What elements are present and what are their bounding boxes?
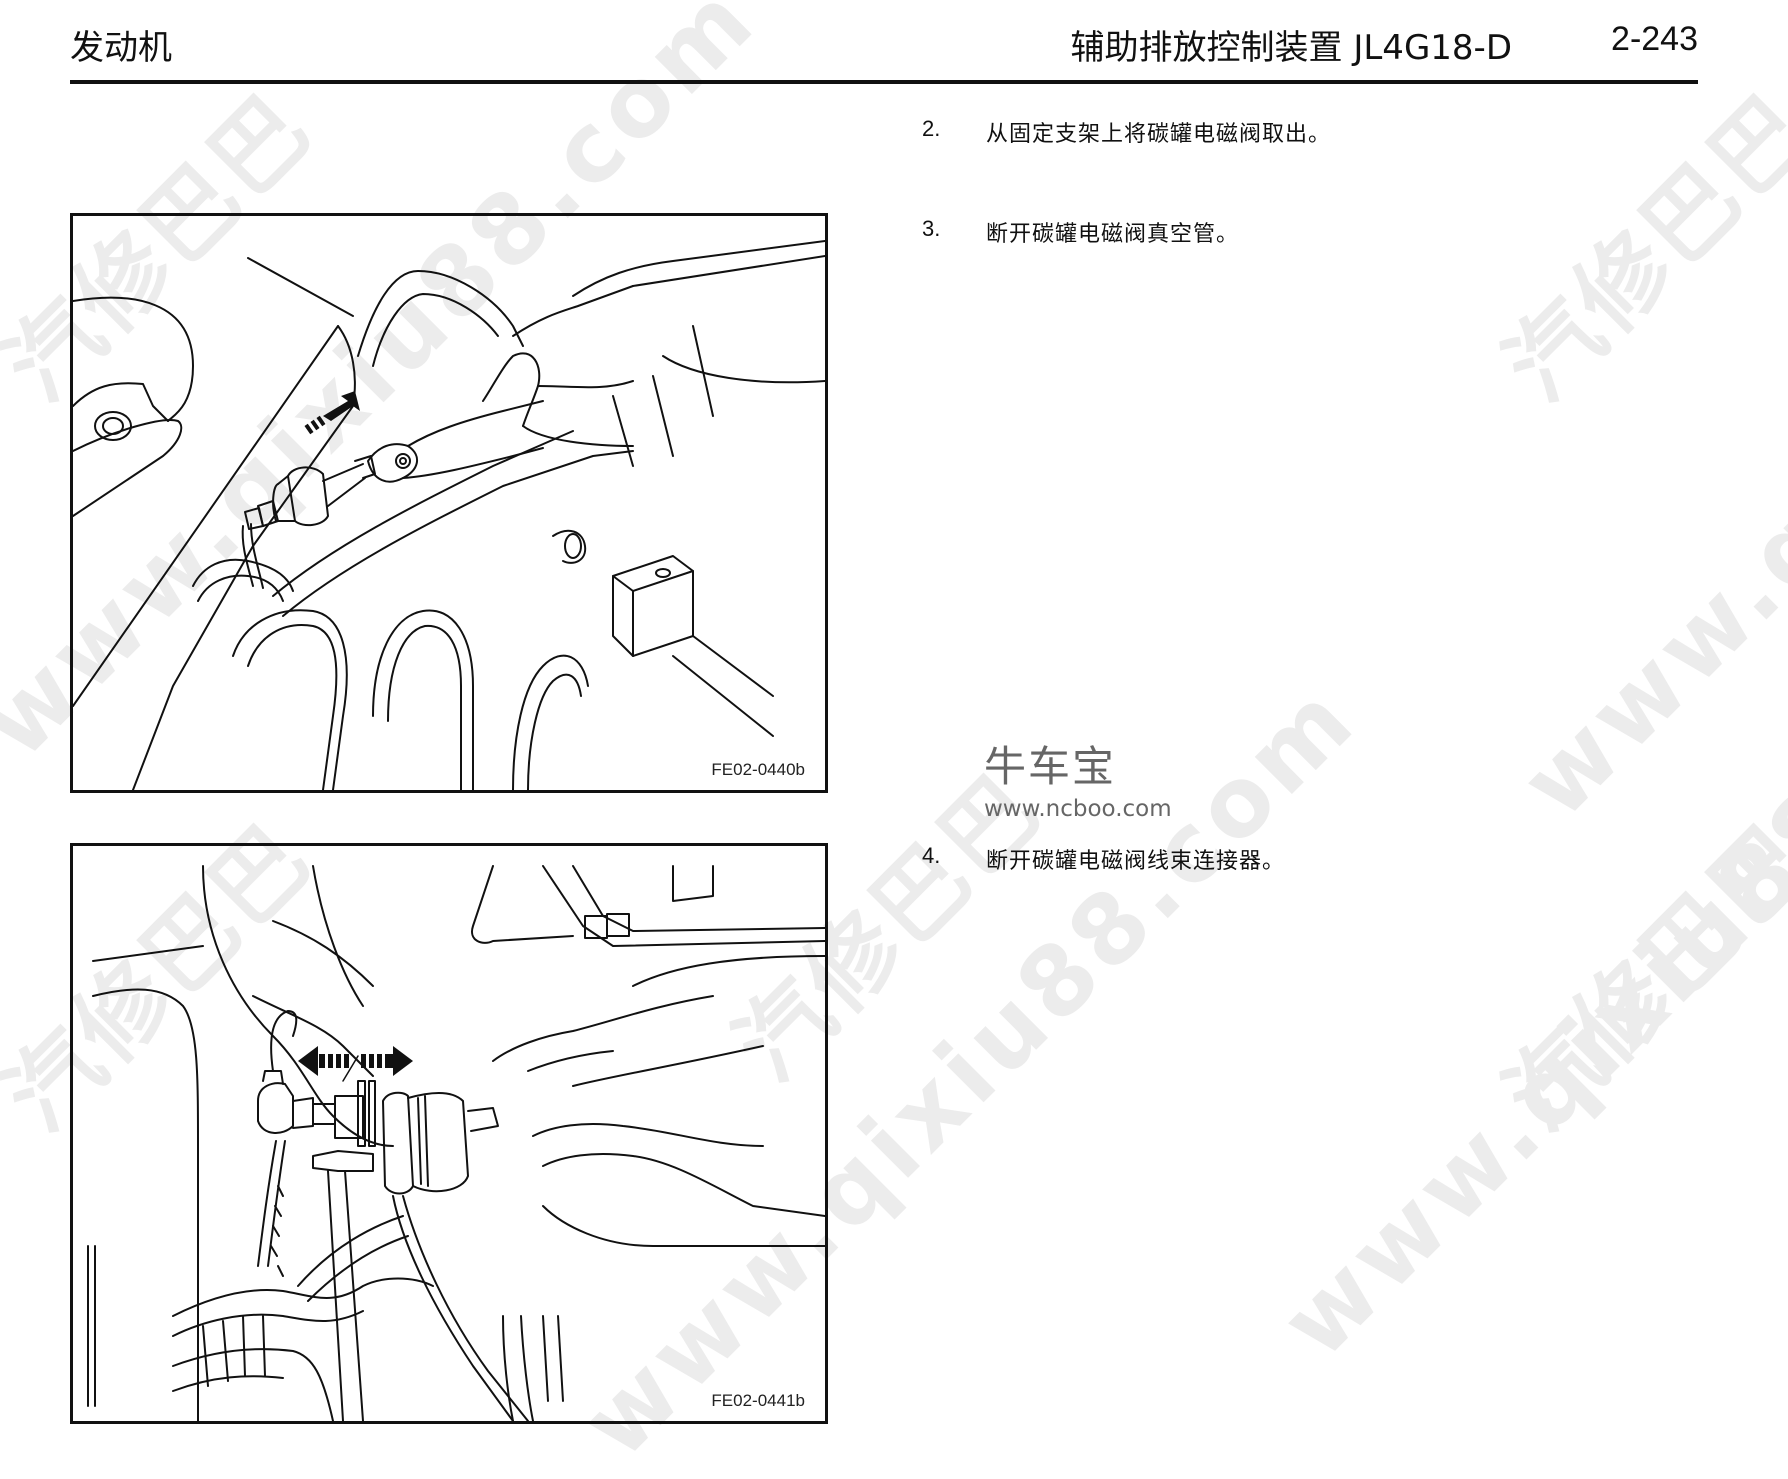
step-text: 从固定支架上将碳罐电磁阀取出。: [986, 122, 1332, 147]
step-text: 断开碳罐电磁阀真空管。: [986, 222, 1240, 247]
watermark-cn: 汽修巴巴: [1484, 803, 1788, 1151]
watermark-url: www.qixiu88.com: [1500, 21, 1788, 840]
illustration-pliers-hose-clamp: [73, 240, 825, 790]
figure-id: FE02-0440b: [709, 760, 807, 780]
step-4: 4. 断开碳罐电磁阀线束连接器。: [922, 843, 1285, 875]
step-number: 3.: [922, 216, 941, 241]
step-2: 2. 从固定支架上将碳罐电磁阀取出。: [922, 116, 1331, 148]
ncboo-logo: 牛车宝 www.ncboo.com: [984, 742, 1172, 824]
chapter-title: 辅助排放控制装置 JL4G18-D: [1070, 28, 1512, 68]
figure-purge-valve-connector: FE02-0441b: [70, 843, 828, 1424]
illustration-harness-connector: [87, 865, 825, 1421]
page-header: 发动机 辅助排放控制装置 JL4G18-D 2-243: [70, 0, 1698, 86]
watermark-cn: 汽修巴巴: [1484, 73, 1788, 421]
double-arrow-icon: [298, 1046, 413, 1076]
step-text: 断开碳罐电磁阀线束连接器。: [986, 849, 1286, 874]
figure-id: FE02-0441b: [709, 1391, 807, 1411]
step-number: 4.: [922, 843, 941, 868]
logo-url: www.ncboo.com: [984, 796, 1172, 822]
logo-name: 牛车宝: [984, 742, 1117, 791]
figure-purge-valve-hose: FE02-0440b: [70, 213, 828, 793]
watermark-url: www.qixiu88.com: [1260, 561, 1788, 1380]
page-number: 2-243: [1611, 20, 1698, 58]
direction-arrow-icon: [304, 391, 360, 435]
section-title: 发动机: [70, 28, 172, 68]
header-rule: [70, 80, 1698, 84]
step-3: 3. 断开碳罐电磁阀真空管。: [922, 216, 1239, 248]
step-number: 2.: [922, 116, 941, 141]
